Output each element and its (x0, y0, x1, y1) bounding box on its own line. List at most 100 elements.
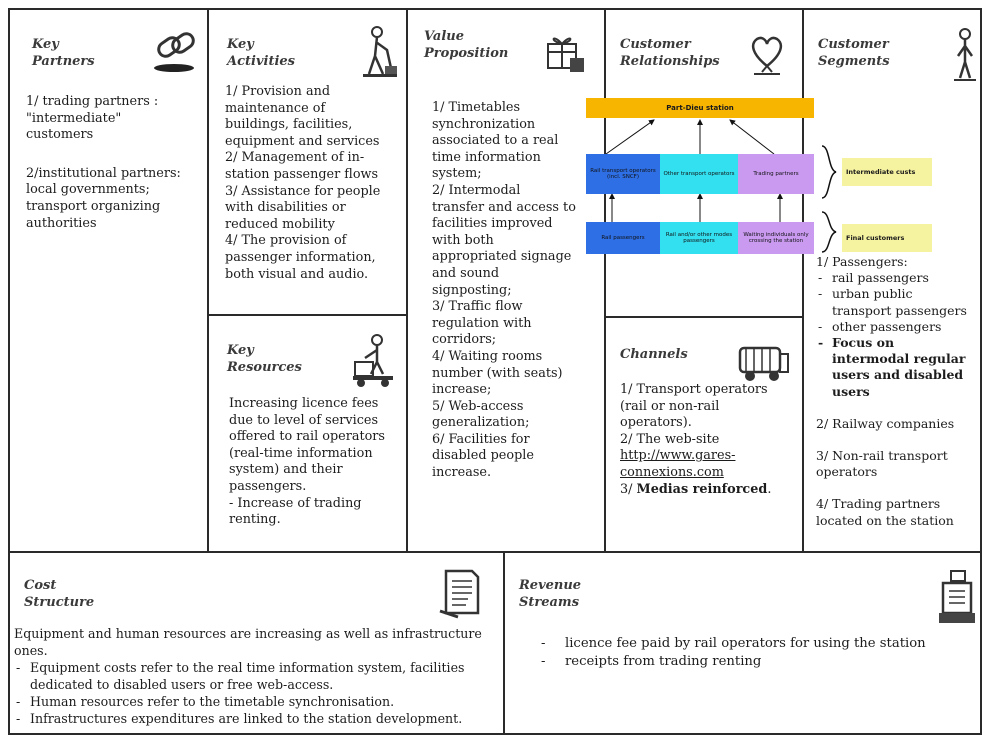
key-activities-title: Key Activities (227, 36, 295, 70)
segment-focus-l2: intermodal regular (832, 351, 966, 367)
value-proposition-line: generalization; (432, 415, 530, 431)
customer-segments-text: 1/ Passengers: rail passengers urban pub… (816, 254, 980, 529)
revenue-item: licence fee paid by rail operators for u… (539, 635, 980, 653)
key-partners-text: 1/ trading partners : "intermediate" cus… (26, 94, 206, 232)
value-proposition-line: synchronization (432, 116, 536, 132)
segment-trading-l2: located on the station (816, 512, 954, 528)
station-box: Part-Dieu station (586, 98, 814, 118)
value-proposition-line: and sound (432, 265, 500, 281)
revenue-streams-text: licence fee paid by rail operators for u… (535, 635, 980, 671)
document-icon (439, 569, 480, 619)
key-activities-line: 4/ The provision of (225, 233, 347, 249)
key-resources-title-line1: Key (227, 343, 254, 358)
key-activities-line: equipment and services (225, 133, 380, 149)
key-partners-p2-l4: authorities (26, 215, 97, 231)
key-activities-line: both visual and audio. (225, 266, 369, 282)
person-icon (954, 28, 976, 81)
cost-line-2: ones. (14, 643, 48, 658)
key-activities-line: with disabilities or (225, 200, 346, 216)
value-proposition-line: increase; (432, 382, 492, 398)
segment-item-l1: urban public (832, 286, 913, 302)
value-proposition-line: time information (432, 149, 541, 165)
customer-relationships-title: Customer Relationships (620, 36, 720, 70)
value-proposition-line: increase. (432, 465, 492, 481)
key-activities-line: 3/ Assistance for people (225, 183, 381, 199)
value-proposition-line: associated to a real (432, 133, 559, 149)
value-proposition-title-line1: Value (424, 29, 464, 44)
final-customers-label: Final customers (842, 224, 932, 252)
revenue-streams-title-line2: Streams (519, 595, 580, 610)
key-resources-line: - Increase of trading (229, 495, 362, 511)
value-proposition-block: Value Proposition 1/ Timetables synchron… (406, 8, 606, 553)
segment-focus-l1: Focus on (832, 335, 895, 351)
key-resources-line: due to level of services (229, 412, 379, 428)
segment-item: other passengers (816, 319, 980, 335)
gift-icon (547, 37, 584, 72)
channels-line-4: 2/ The web-site (620, 431, 720, 447)
website-link-cont[interactable]: connexions.com (620, 464, 724, 480)
key-resources-text: Increasing licence fees due to level of … (229, 396, 406, 529)
key-activities-line: buildings, facilities, (225, 117, 353, 133)
key-partners-p2-l1: 2/institutional partners: (26, 165, 181, 181)
key-activities-title-line1: Key (227, 37, 254, 52)
key-resources-line: renting. (229, 512, 281, 528)
heart-icon (751, 36, 783, 75)
segment-focus-l4: users (832, 383, 870, 399)
key-resources-line: passengers. (229, 478, 307, 494)
revenue-streams-title: Revenue Streams (519, 577, 581, 611)
channels-l7-suffix: . (767, 481, 772, 497)
cost-structure-block: Cost Structure Equipment and human resou… (8, 551, 505, 735)
channels-l7-prefix: 3/ (620, 481, 637, 497)
forklift-worker-icon (353, 334, 393, 387)
segment-focus-l3: users and disabled (832, 367, 964, 383)
customer-flow-diagram: Part-Dieu station Rail transport operato… (584, 96, 944, 256)
intermediate-customers-label: Intermediate custs (842, 158, 932, 186)
value-proposition-line: 2/ Intermodal (432, 182, 521, 198)
diagram-arrows (605, 119, 783, 222)
channels-text: 1/ Transport operators (rail or non-rail… (620, 382, 802, 498)
value-proposition-line: 1/ Timetables (432, 100, 521, 115)
cost-structure-text: Equipment and human resources are increa… (14, 625, 503, 727)
cost-bullet-1-l1: Equipment costs refer to the real time i… (30, 660, 465, 675)
key-activities-line: 1/ Provision and (225, 84, 331, 99)
revenue-streams-title-line1: Revenue (519, 578, 582, 593)
value-proposition-line: corridors; (432, 332, 497, 348)
key-resources-title: Key Resources (227, 342, 302, 376)
key-partners-title-line2: Partners (32, 54, 95, 69)
value-proposition-line: 5/ Web-access (432, 398, 524, 414)
rail-passengers-box: Rail passengers (586, 222, 660, 254)
key-activities-line: station passenger flows (225, 166, 379, 182)
chain-link-icon (154, 32, 195, 72)
brace-final (821, 211, 837, 253)
website-link[interactable]: http://www.gares- (620, 448, 736, 464)
value-proposition-line: with both (432, 232, 494, 248)
revenue-item: receipts from trading renting (539, 653, 980, 671)
value-proposition-line: 6/ Facilities for (432, 431, 530, 447)
segment-passengers: 1/ Passengers: (816, 254, 908, 269)
segment-trading-l1: 4/ Trading partners (816, 496, 941, 512)
segment-item-l2: transport passengers (832, 302, 967, 318)
key-activities-block: Key Activities 1/ Provision and maintena… (207, 8, 408, 316)
cost-bullet-1-l2: dedicated to disabled users or free web-… (30, 677, 334, 692)
segment-non-rail-l2: operators (816, 464, 878, 480)
waiting-individuals-box: Waiting individuals only crossing the st… (738, 222, 814, 254)
key-partners-p1-l2: "intermediate" (26, 110, 122, 126)
key-activities-line: 2/ Management of in- (225, 150, 365, 166)
key-resources-line: (real-time information (229, 445, 373, 461)
value-proposition-title: Value Proposition (424, 28, 508, 62)
worker-icon (363, 26, 397, 77)
cash-register-icon (939, 570, 975, 623)
key-partners-block: Key Partners 1/ trading partners : "inte… (8, 8, 209, 553)
key-resources-block: Key Resources Increasing licence fees du… (207, 314, 408, 553)
value-proposition-text: 1/ Timetables synchronization associated… (432, 100, 602, 482)
segment-railway-companies: 2/ Railway companies (816, 415, 955, 431)
key-resources-line: Increasing licence fees (229, 396, 379, 411)
channels-block: Channels 1/ Transport operators (rail or… (604, 316, 804, 553)
mixed-passengers-box: Rail and/or other modes passengers (660, 222, 738, 254)
key-partners-p1-l3: customers (26, 127, 94, 143)
cost-bullet-2: Human resources refer to the timetable s… (14, 693, 503, 710)
key-partners-p2-l3: transport organizing (26, 198, 161, 214)
customer-relationships-title-line1: Customer (620, 37, 691, 52)
cost-bullet-3: Infrastructures expenditures are linked … (14, 710, 503, 727)
key-activities-line: reduced mobility (225, 216, 335, 232)
